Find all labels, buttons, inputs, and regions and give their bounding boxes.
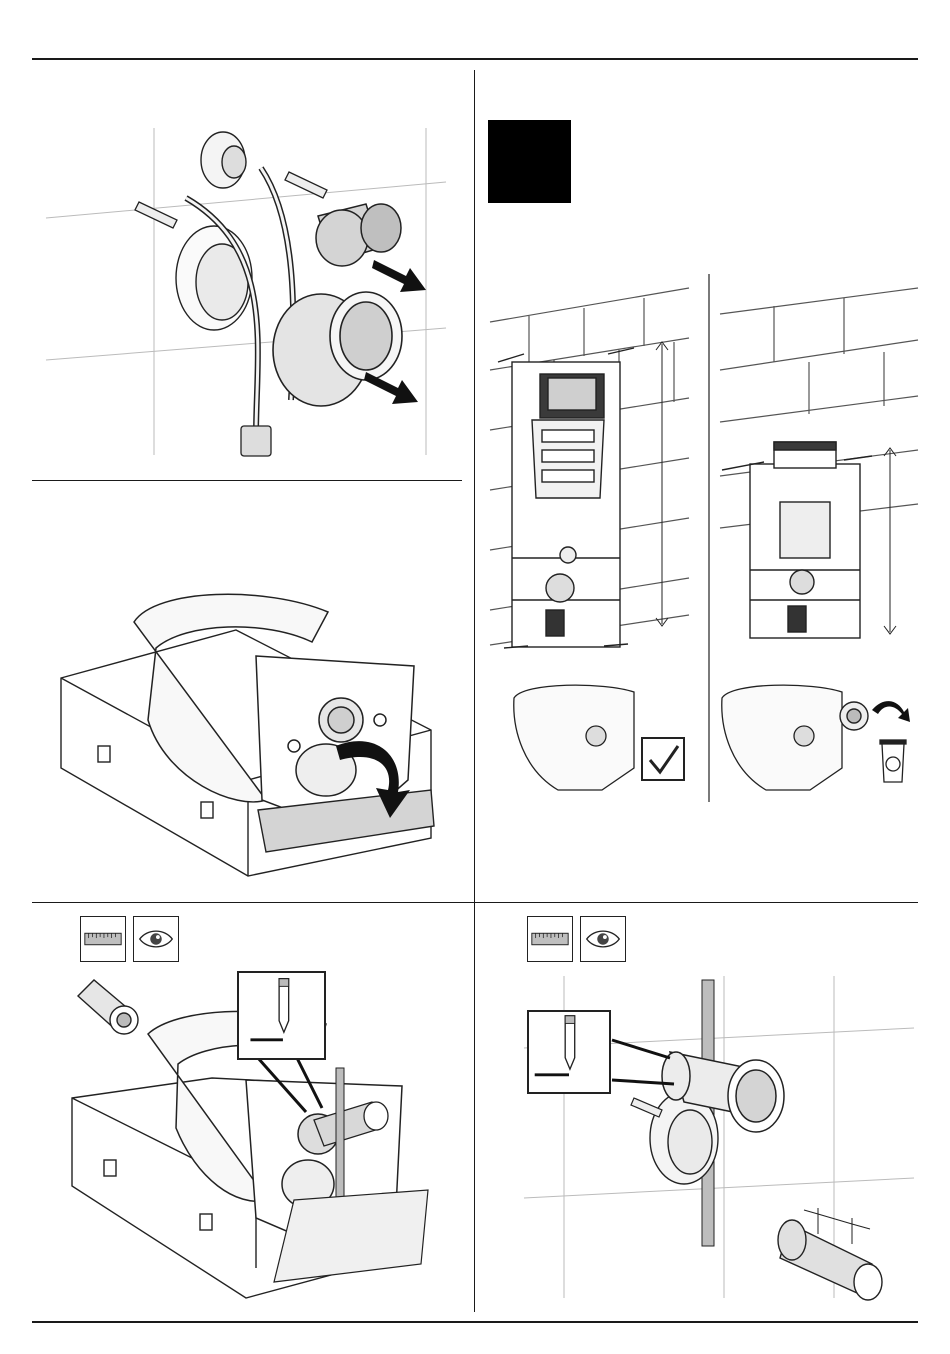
frame-choice-illustration xyxy=(484,270,920,810)
pipe-sleeve-icon-2 xyxy=(778,1220,882,1300)
remove-connectors-illustration xyxy=(36,110,456,470)
top-rule xyxy=(32,58,918,60)
ruler-icon-right xyxy=(527,916,573,962)
eye-icon-right xyxy=(580,916,626,962)
check-icon xyxy=(642,738,684,780)
drain-connector-icon xyxy=(840,702,868,730)
flush-pipe-connector-icon xyxy=(201,132,246,188)
screw-icon xyxy=(631,1098,662,1117)
pan-left-icon xyxy=(514,685,634,790)
bottom-rule xyxy=(32,1321,918,1323)
pan-right-icon xyxy=(722,685,842,790)
mid-divider xyxy=(32,902,918,903)
ruler-scale xyxy=(336,1068,344,1202)
arrow-curved-icon xyxy=(872,701,910,722)
recycle-bin-icon xyxy=(880,740,906,782)
drain-connector-icon xyxy=(176,226,252,330)
pencil-icon xyxy=(529,1012,609,1092)
pencil-icon xyxy=(239,973,324,1058)
tall-frame-icon xyxy=(498,348,634,648)
step-marker xyxy=(488,120,571,203)
pipe-sleeve-icon xyxy=(78,980,138,1034)
low-frame-icon xyxy=(722,442,872,638)
pencil-mark-callout-right xyxy=(527,1010,611,1094)
panel-unbox-pan xyxy=(36,570,456,890)
panel-remove-connectors xyxy=(36,110,456,470)
vertical-divider xyxy=(474,70,475,1312)
pencil-mark-callout-left xyxy=(237,971,326,1060)
left-divider-1 xyxy=(32,480,462,481)
unbox-pan-illustration xyxy=(36,570,456,890)
ruler-icon-left xyxy=(80,916,126,962)
eye-icon-left xyxy=(133,916,179,962)
panel-frame-choice xyxy=(484,270,920,810)
